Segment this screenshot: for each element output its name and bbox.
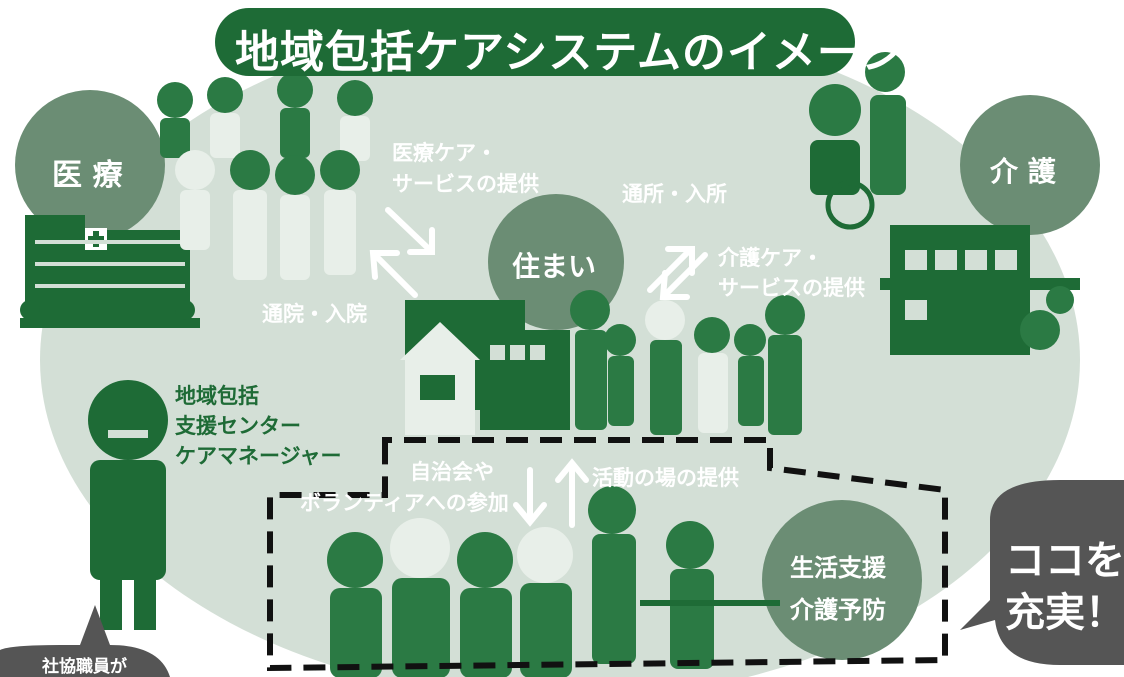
flow-activity: 活動の場の提供 [592, 466, 739, 490]
callout-staff: 社協職員が [42, 657, 127, 677]
node-support-line2: 介護予防 [790, 596, 886, 624]
care-facility-illustration [880, 225, 1080, 355]
medical-staff-illustration [157, 72, 373, 280]
callout-main-line1: ココを [1005, 538, 1124, 584]
node-medical: 医 療 [52, 158, 123, 193]
center-label-line3: ケアマネージャー [175, 444, 342, 468]
flow-day-care: 通所・入所 [622, 182, 727, 206]
houses-illustration [400, 300, 570, 435]
node-care: 介 護 [990, 155, 1056, 188]
node-support-line1: 生活支援 [790, 554, 886, 582]
family-illustration [570, 290, 805, 435]
flow-participation-line1: 自治会や [410, 460, 494, 484]
wheelchair-illustration [809, 52, 906, 230]
callout-staff-bubble [0, 605, 170, 677]
flow-arrows [369, 207, 708, 528]
flow-hospital: 通院・入院 [262, 302, 367, 326]
care-manager-illustration [88, 380, 168, 630]
flow-nursing-care-line2: サービスの提供 [718, 276, 865, 300]
callout-main-line2: 充実！ [1005, 590, 1124, 636]
flow-nursing-care-line1: 介護ケア・ [718, 246, 823, 270]
flow-medical-care-line2: サービスの提供 [392, 172, 539, 196]
center-label-line2: 支援センター [175, 414, 301, 438]
center-label-line1: 地域包括 [175, 384, 259, 408]
flow-medical-care-line1: 医療ケア・ [392, 141, 497, 165]
node-home: 住まい [512, 250, 597, 283]
dashed-focus-border [267, 437, 948, 672]
community-seniors-illustration [327, 486, 780, 677]
diagram-title: 地域包括ケアシステムのイメージ [235, 27, 907, 78]
hospital-illustration [20, 215, 200, 328]
flow-participation-line2: ボランティアへの参加 [300, 491, 509, 515]
callout-main-bubble [960, 480, 1124, 665]
